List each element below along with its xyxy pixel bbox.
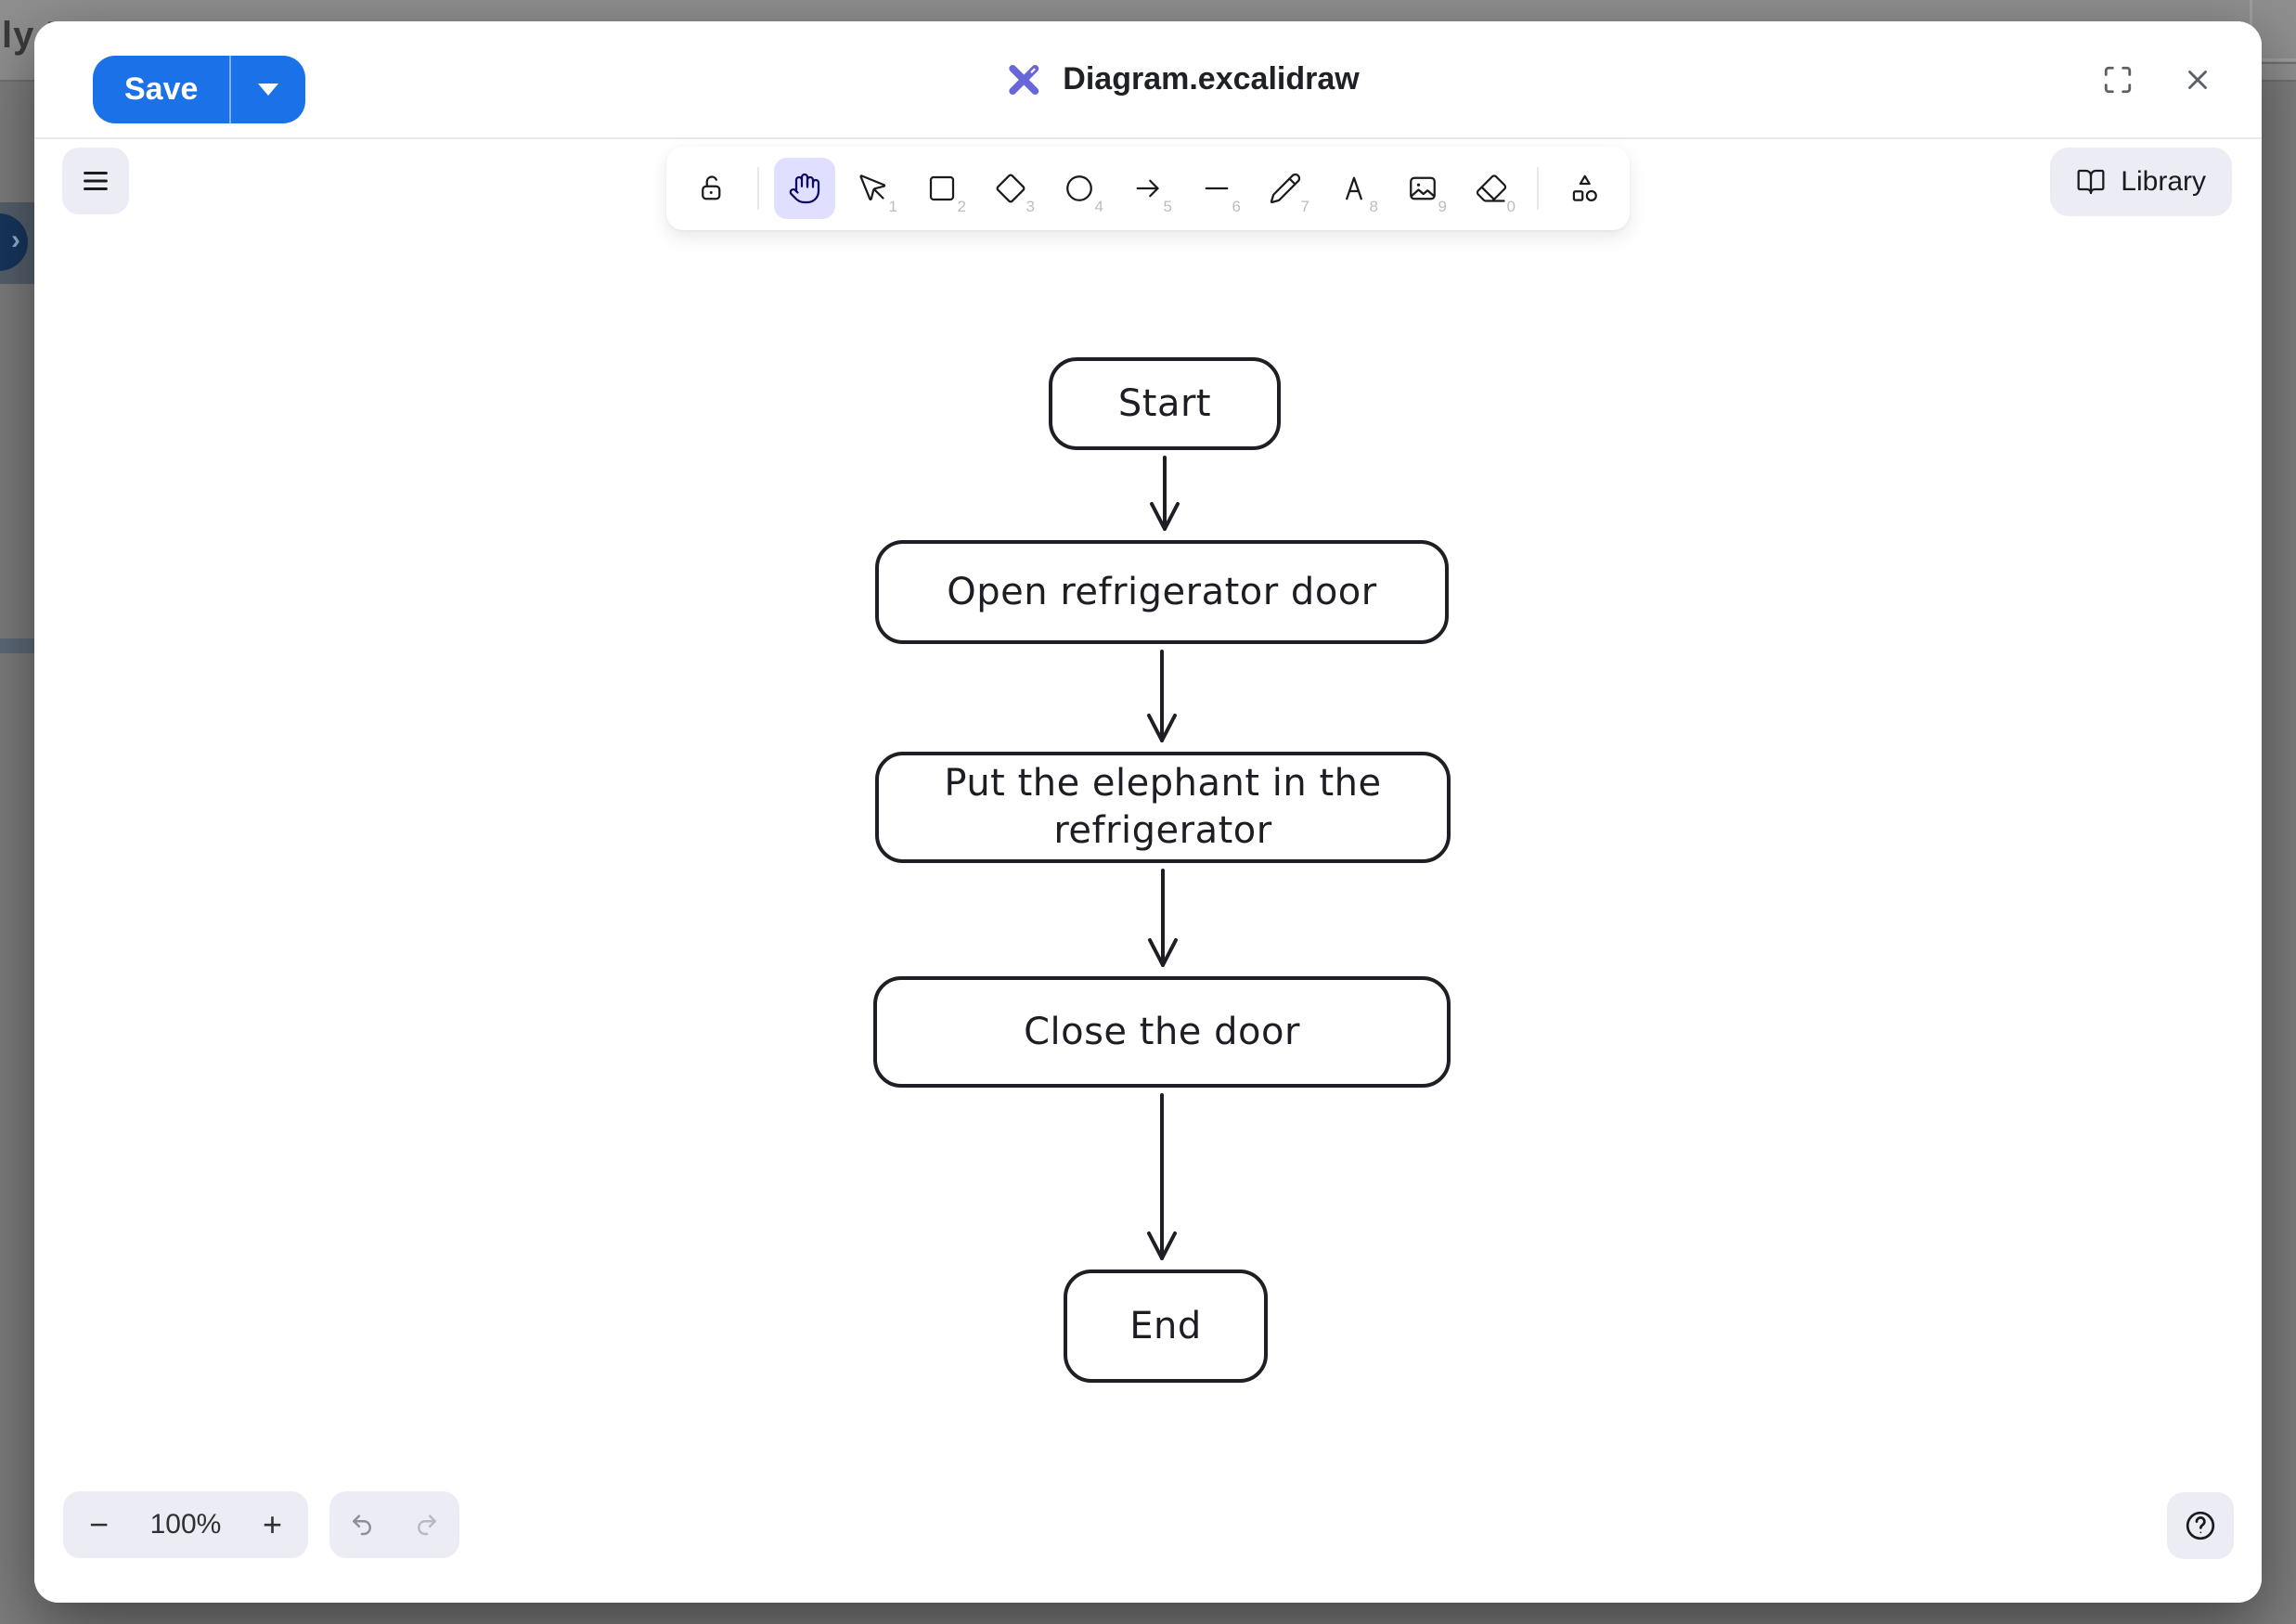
flow-node-put[interactable]: Put the elephant in the refrigerator	[875, 752, 1451, 863]
save-button[interactable]: Save	[93, 56, 229, 123]
diamond-icon	[996, 174, 1025, 203]
rectangle-icon	[929, 175, 955, 201]
fullscreen-icon	[2104, 66, 2132, 93]
flow-node-label: Put the elephant in the refrigerator	[944, 762, 1382, 852]
library-button[interactable]: Library	[2050, 148, 2232, 216]
save-split-button: Save	[93, 56, 306, 123]
image-icon	[1410, 176, 1436, 200]
tool-shortcut: 1	[888, 198, 897, 215]
flow-node-end[interactable]: End	[1064, 1270, 1268, 1383]
tool-arrow[interactable]: 5	[1117, 158, 1179, 219]
ellipse-icon	[1066, 175, 1092, 201]
tool-shortcut: 3	[1025, 198, 1035, 215]
fullscreen-button[interactable]	[2096, 58, 2139, 101]
toolbar-divider	[757, 167, 759, 210]
tool-eraser[interactable]: 0	[1461, 158, 1522, 219]
arrow-icon	[1136, 179, 1159, 198]
eraser-icon	[1476, 174, 1507, 202]
lock-icon	[702, 175, 721, 200]
shapes-icon	[1572, 174, 1597, 202]
draw-icon	[1270, 173, 1301, 204]
tool-lock[interactable]	[681, 158, 742, 219]
hamburger-menu-icon	[84, 171, 108, 191]
help-button[interactable]	[2167, 1492, 2234, 1559]
tool-ellipse[interactable]: 4	[1049, 158, 1110, 219]
flow-node-label: End	[1129, 1304, 1202, 1347]
flow-node-close[interactable]: Close the door	[873, 976, 1451, 1088]
tool-shortcut: 8	[1369, 198, 1378, 215]
library-button-label: Library	[2121, 166, 2206, 197]
zoom-level[interactable]: 100%	[149, 1509, 222, 1540]
caret-down-icon	[258, 84, 279, 96]
tool-shortcut: 9	[1438, 198, 1447, 215]
text-icon	[1346, 176, 1362, 200]
selection-icon	[859, 174, 886, 201]
zoom-out-button[interactable]: −	[89, 1505, 110, 1543]
excalidraw-dialog: Start Open refrigerator door Put the ele…	[34, 21, 2262, 1603]
tool-shortcut: 5	[1163, 198, 1172, 215]
flow-node-label: Open refrigerator door	[947, 570, 1377, 613]
flow-node-label: Start	[1117, 381, 1212, 425]
dialog-title-group: Diagram.excalidraw	[1003, 21, 1360, 137]
tool-image[interactable]: 9	[1392, 158, 1453, 219]
background-band	[0, 638, 34, 653]
history-controls	[329, 1491, 459, 1558]
line-icon	[1205, 187, 1229, 190]
tool-toolbar: 1 2 3 4 5 6 7 8 9 0	[666, 147, 1630, 230]
tool-diamond[interactable]: 3	[980, 158, 1041, 219]
tool-rectangle[interactable]: 2	[911, 158, 973, 219]
tool-shortcut: 4	[1094, 198, 1103, 215]
save-button-label: Save	[124, 71, 199, 107]
tool-selection[interactable]: 1	[843, 158, 904, 219]
zoom-in-button[interactable]: +	[262, 1505, 282, 1543]
tool-line[interactable]: 6	[1186, 158, 1247, 219]
zoom-controls: − 100% +	[63, 1491, 308, 1558]
redo-button[interactable]	[413, 1511, 441, 1539]
flow-node-label: Close the door	[1024, 1010, 1300, 1053]
main-menu-button[interactable]	[62, 148, 129, 214]
dialog-header: Save Diagram.excalidraw	[34, 21, 2262, 139]
tool-shortcut: 7	[1300, 198, 1309, 215]
flow-node-start[interactable]: Start	[1049, 357, 1281, 450]
dialog-title: Diagram.excalidraw	[1063, 61, 1360, 97]
tool-shortcut: 0	[1506, 198, 1516, 215]
close-button[interactable]	[2176, 58, 2219, 101]
tool-text[interactable]: 8	[1323, 158, 1385, 219]
tool-shortcut: 2	[957, 198, 966, 215]
tool-hand[interactable]	[774, 158, 835, 219]
toolbar-divider	[1537, 167, 1539, 210]
undo-button[interactable]	[348, 1511, 376, 1539]
tool-shapes[interactable]	[1554, 158, 1615, 219]
tool-shortcut: 6	[1232, 198, 1241, 215]
tool-draw[interactable]: 7	[1255, 158, 1316, 219]
chevron-right-icon: ›	[11, 225, 20, 255]
excalidraw-logo-icon	[1009, 64, 1039, 95]
hand-icon	[789, 173, 820, 204]
book-icon	[2077, 169, 2105, 195]
question-mark-icon	[2186, 1511, 2215, 1540]
close-icon	[2188, 70, 2207, 89]
background-divider	[2262, 62, 2296, 64]
flow-node-open[interactable]: Open refrigerator door	[875, 540, 1449, 644]
save-options-button[interactable]	[229, 56, 305, 123]
